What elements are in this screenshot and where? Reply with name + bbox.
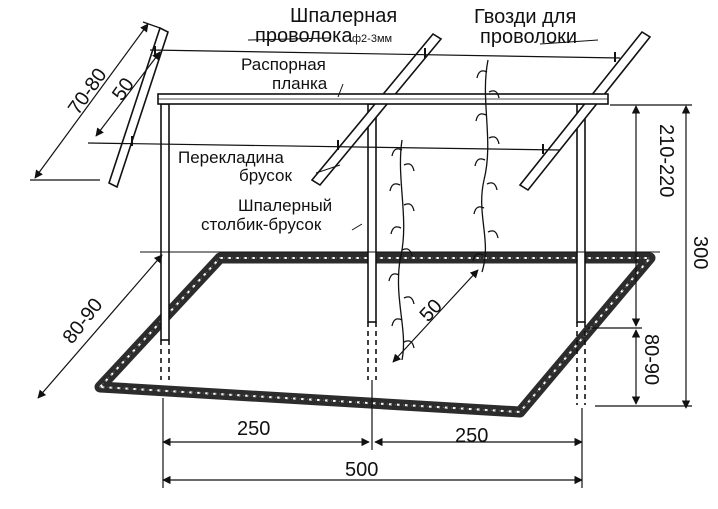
- nails-label-line1: Гвозди для: [474, 6, 576, 28]
- wire-label-line2: проволока: [255, 25, 353, 47]
- crossbar-right: [518, 30, 652, 192]
- dim-half-left: 250: [237, 418, 270, 440]
- dim-post-height: 210-220: [655, 124, 677, 197]
- ground-bed: [94, 252, 656, 418]
- nails-label-line2: проволоки: [480, 26, 577, 48]
- dim-top-inner: 50: [108, 74, 139, 105]
- wire-spec-label: ф2-3мм: [352, 33, 392, 45]
- dim-plant-spacing: 50: [416, 295, 447, 326]
- crossbar-label-line1: Перекладина: [178, 148, 284, 167]
- dim-depth-right: 80-90: [640, 334, 662, 385]
- spacer-label-line1: Распорная: [241, 55, 326, 74]
- dimension-lines: [30, 21, 692, 488]
- spacer-label-line2: планка: [272, 74, 328, 93]
- dim-top-outer: 70-80: [64, 64, 111, 119]
- dim-total-height: 300: [689, 236, 711, 269]
- post-middle: [367, 103, 377, 323]
- vine-right: [472, 59, 500, 273]
- post-label-line1: Шпалерный: [238, 196, 332, 215]
- wire-back: [149, 49, 621, 59]
- vine-left: [388, 139, 415, 361]
- wire-label-line1: Шпалерная: [290, 5, 397, 27]
- trellis-wires: [87, 49, 621, 151]
- post-right: [576, 103, 586, 323]
- post-label-line2: столбик-брусок: [201, 215, 322, 234]
- dim-depth-left: 80-90: [59, 294, 108, 348]
- crossbar-label-line2: брусок: [239, 166, 292, 185]
- post-left: [160, 103, 170, 341]
- leader-lines: [247, 37, 599, 231]
- dim-total-width: 500: [345, 459, 378, 481]
- spacer-rail: [157, 93, 609, 105]
- dim-half-right: 250: [455, 425, 488, 447]
- wire-front: [87, 142, 561, 151]
